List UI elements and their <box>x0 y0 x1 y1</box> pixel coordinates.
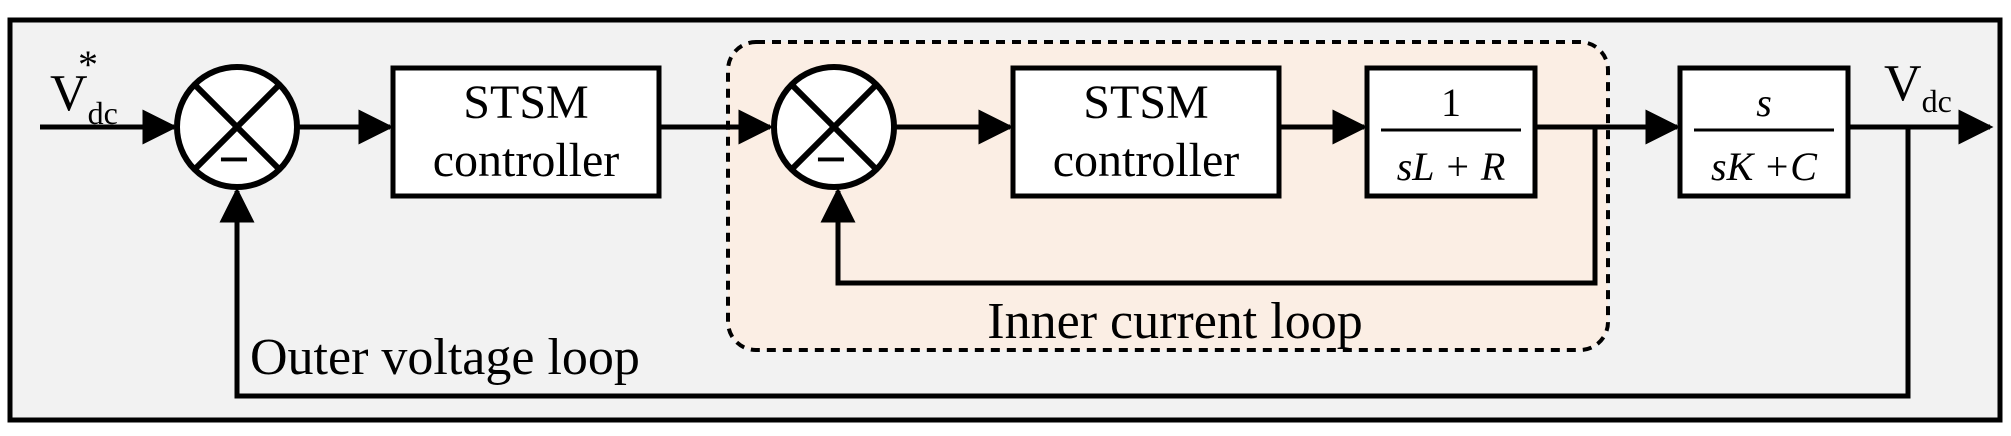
inner-summing-junction: − <box>771 64 897 191</box>
svg-text:*: * <box>78 42 98 87</box>
output-signal-label: Vdc <box>1884 55 1952 119</box>
svg-text:controller: controller <box>433 134 620 187</box>
voltage-plant-block: s sK +C <box>1677 65 1851 199</box>
inner-stsm-controller-block: STSM controller <box>1010 65 1282 199</box>
svg-text:STSM: STSM <box>1083 76 1208 129</box>
svg-text:controller: controller <box>1053 134 1240 187</box>
svg-text:sK +C: sK +C <box>1711 144 1818 189</box>
current-plant-block: 1 sL + R <box>1364 65 1538 199</box>
outer-feedback-path <box>219 127 1911 399</box>
inner-feedback-path <box>820 127 1598 286</box>
svg-text:s: s <box>1756 80 1772 125</box>
outer-stsm-controller-block: STSM controller <box>390 65 662 199</box>
svg-text:1: 1 <box>1441 80 1461 125</box>
inner-feedback-sign: − <box>815 129 847 191</box>
outer-loop-label: Outer voltage loop <box>250 329 640 386</box>
inner-loop-label: Inner current loop <box>987 293 1362 350</box>
svg-text:STSM: STSM <box>463 76 588 129</box>
svg-text:sL + R: sL + R <box>1397 144 1506 189</box>
outer-feedback-sign: − <box>218 129 250 191</box>
outer-summing-junction: − <box>174 64 300 191</box>
